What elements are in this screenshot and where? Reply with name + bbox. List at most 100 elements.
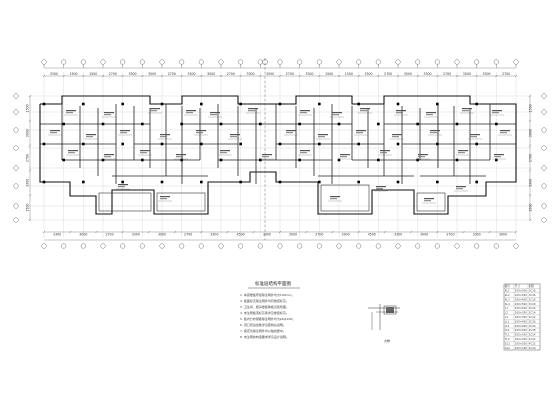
axis-bubble-bottom — [198, 243, 204, 249]
structural-column — [200, 102, 203, 106]
dimension-label: 2700 — [184, 233, 192, 237]
slab-annotation — [494, 154, 504, 156]
slab-annotation — [104, 114, 111, 116]
structural-column — [101, 122, 105, 126]
slab-annotation — [492, 112, 499, 114]
axis-bubble-top — [41, 59, 47, 65]
axis-bubble-top — [454, 59, 460, 65]
slab-annotation — [332, 114, 339, 116]
dimension-tick — [514, 74, 518, 78]
table-cell: 200×400 — [515, 306, 527, 310]
slab-annotation — [426, 112, 436, 114]
dimension-label: 1500 — [529, 204, 533, 212]
slab-annotation — [500, 132, 507, 134]
table-frame — [503, 283, 541, 351]
dimension-label: 2700 — [227, 72, 235, 76]
dimension-label: 3300 — [53, 233, 61, 237]
dimension-label: 2700 — [502, 72, 510, 76]
dimension-tick — [121, 230, 124, 234]
dimension-tick — [28, 119, 32, 122]
structural-column — [357, 180, 360, 184]
structural-column — [121, 102, 124, 106]
slab-annotation — [500, 130, 510, 132]
dimension-tick — [416, 74, 419, 78]
structural-column — [42, 180, 46, 184]
axis-bubble-bottom — [80, 243, 86, 249]
structural-column — [318, 102, 321, 106]
axis-bubble-bottom — [356, 243, 362, 249]
slab-annotation — [220, 150, 230, 152]
dimension-tick — [396, 74, 400, 78]
axis-bubble-top — [120, 59, 126, 65]
slab-annotation — [456, 186, 466, 188]
dimension-tick — [42, 74, 46, 78]
dimension-label: 3300 — [341, 233, 349, 237]
slab-annotation — [186, 110, 196, 112]
axis-bubble-top — [277, 59, 283, 65]
dimension-tick — [357, 74, 360, 78]
dimension-label: 3300 — [132, 233, 140, 237]
axis-bubble-left — [13, 217, 19, 223]
dimension-tick — [28, 144, 32, 147]
slab-annotation — [492, 110, 502, 112]
dimension-tick — [147, 230, 151, 234]
dimension-label: 2700 — [446, 233, 454, 237]
axis-bubble-top — [336, 59, 342, 65]
slab-annotation — [396, 110, 406, 112]
dimension-label: 3300 — [423, 72, 431, 76]
structural-column — [239, 142, 242, 146]
dimension-tick — [436, 74, 439, 78]
dimension-label: 3300 — [210, 233, 218, 237]
dimension-tick — [42, 230, 46, 234]
slab-annotation — [360, 110, 367, 112]
dimension-tick — [121, 74, 124, 78]
building-outline — [39, 95, 517, 215]
table-cell: 200×400 — [515, 328, 527, 332]
axis-bubble-bottom — [474, 243, 480, 249]
table-cell: LL1 — [505, 319, 510, 323]
slab-annotation — [424, 200, 431, 202]
table-cell: 2C14 — [529, 311, 536, 315]
dimension-tick — [514, 230, 518, 234]
dimension-tick — [462, 230, 465, 234]
slab-annotation — [330, 196, 340, 198]
note-line: 8. 未注明的构造要求详见设计说明。 — [240, 334, 289, 339]
structural-column — [396, 102, 400, 106]
dimension-tick — [337, 74, 341, 78]
axis-bubble-bottom — [238, 243, 244, 249]
dimension-tick — [28, 169, 32, 172]
slab-annotation — [86, 134, 96, 136]
slab-annotation — [286, 132, 293, 134]
slab-annotation — [104, 156, 111, 158]
table-cell: 200×350 — [515, 311, 527, 315]
slab-annotation — [104, 154, 114, 156]
dimension-tick — [180, 74, 183, 78]
dimension-tick — [62, 74, 65, 78]
slab-annotation — [462, 110, 469, 112]
axis-bubble-bottom — [375, 243, 381, 249]
structural-column — [141, 158, 144, 162]
dimension-tick — [528, 94, 532, 98]
dimension-tick — [173, 230, 177, 234]
structural-column — [337, 158, 341, 162]
axis-bubble-bottom — [415, 243, 421, 249]
dimension-tick — [82, 74, 85, 78]
dimension-label: 3000 — [207, 72, 215, 76]
table-cell: 200×180 — [515, 346, 527, 350]
dimension-label: 3000 — [529, 129, 533, 137]
dimension-label: 3000 — [420, 233, 428, 237]
slab-annotation — [230, 134, 240, 136]
axis-bubble-bottom — [454, 243, 460, 249]
dimension-tick — [331, 230, 334, 234]
dimension-tick — [495, 74, 498, 78]
axis-bubble-right — [541, 93, 547, 99]
slab-annotation — [210, 112, 220, 114]
axis-bubble-bottom — [316, 243, 322, 249]
slab-annotation — [230, 136, 237, 138]
slab-annotation — [458, 152, 465, 154]
slab-annotation — [376, 188, 383, 190]
wing-room — [320, 184, 370, 212]
slab-annotation — [50, 132, 57, 134]
axis-bubble-bottom — [257, 243, 263, 249]
